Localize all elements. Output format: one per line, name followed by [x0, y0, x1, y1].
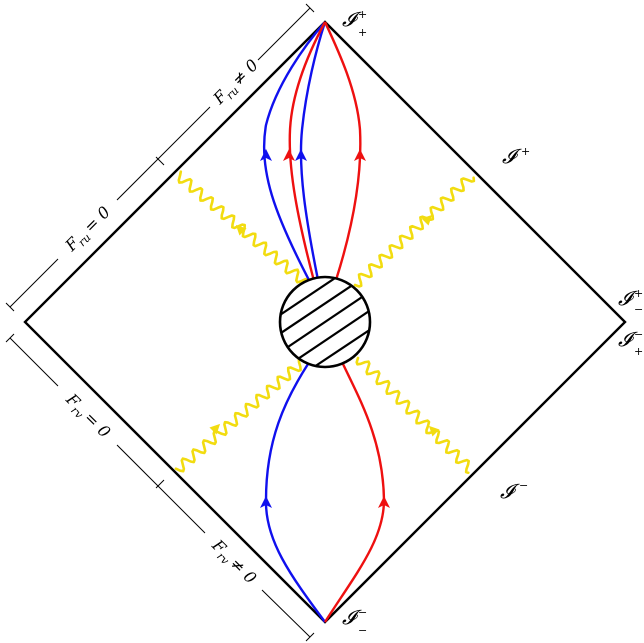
- svg-text:−: −: [634, 328, 643, 341]
- radiation-waves: [174, 170, 476, 474]
- wave-arrow-ur: [421, 214, 433, 226]
- blue-arrow-3: [260, 496, 272, 508]
- svg-text:−: −: [358, 606, 367, 619]
- svg-text:+: +: [634, 287, 643, 300]
- red-curve-lower: [323, 363, 386, 623]
- red-curve-upper-outer: [323, 21, 362, 281]
- svg-text:−: −: [519, 479, 528, 492]
- svg-text:−: −: [634, 303, 643, 316]
- wave-upper-right: [353, 176, 476, 288]
- label-scri-top: 𝓘 + +: [342, 7, 367, 39]
- label-scri-bottom: 𝓘 − −: [342, 605, 367, 637]
- wave-arrow-ll: [209, 423, 221, 435]
- svg-text:+: +: [358, 8, 367, 21]
- label-scri-minus: 𝓘 −: [500, 479, 528, 503]
- trajectory-arrows: [260, 149, 390, 508]
- svg-text:Frv= 0: Frv= 0: [60, 389, 115, 444]
- svg-text:−: −: [358, 624, 367, 637]
- blue-arrow-2: [295, 149, 307, 161]
- blue-curve-upper-outer: [262, 21, 326, 283]
- label-scri-right-upper: 𝓘 + −: [618, 286, 643, 316]
- label-scri-plus: 𝓘 +: [502, 144, 530, 168]
- left-edge-annotations: [5, 3, 315, 642]
- condition-frv-zero: Frv= 0: [60, 389, 115, 444]
- svg-text:+: +: [358, 26, 367, 39]
- blue-arrow-1: [260, 149, 272, 161]
- svg-text:+: +: [521, 145, 530, 158]
- wave-arrowheads: [209, 214, 440, 437]
- wave-arrow-lr: [428, 425, 440, 437]
- label-scri-right-lower: 𝓘 − +: [618, 327, 643, 358]
- svg-text:Frv≠ 0: Frv≠ 0: [206, 535, 261, 590]
- condition-frv-nonzero: Frv≠ 0: [206, 535, 261, 590]
- red-arrow-1: [283, 149, 295, 161]
- blue-curve-lower: [264, 363, 326, 623]
- red-curve-upper-inner: [288, 21, 327, 282]
- wave-arrow-ul: [235, 224, 247, 236]
- wave-lower-right: [355, 356, 470, 474]
- condition-fru-nonzero: Fru≠ 0: [209, 55, 264, 110]
- central-object: [278, 275, 372, 369]
- svg-text:𝓘: 𝓘: [502, 144, 522, 168]
- svg-text:Fru≠ 0: Fru≠ 0: [209, 55, 264, 110]
- svg-text:Fru= 0: Fru= 0: [61, 202, 116, 257]
- blue-curve-upper-inner: [299, 21, 327, 281]
- svg-text:+: +: [634, 345, 643, 358]
- wave-lower-left: [174, 357, 307, 473]
- red-arrow-3: [378, 496, 390, 508]
- condition-fru-zero: Fru= 0: [61, 202, 116, 257]
- red-arrow-2: [354, 149, 366, 161]
- svg-text:𝓘: 𝓘: [500, 479, 520, 503]
